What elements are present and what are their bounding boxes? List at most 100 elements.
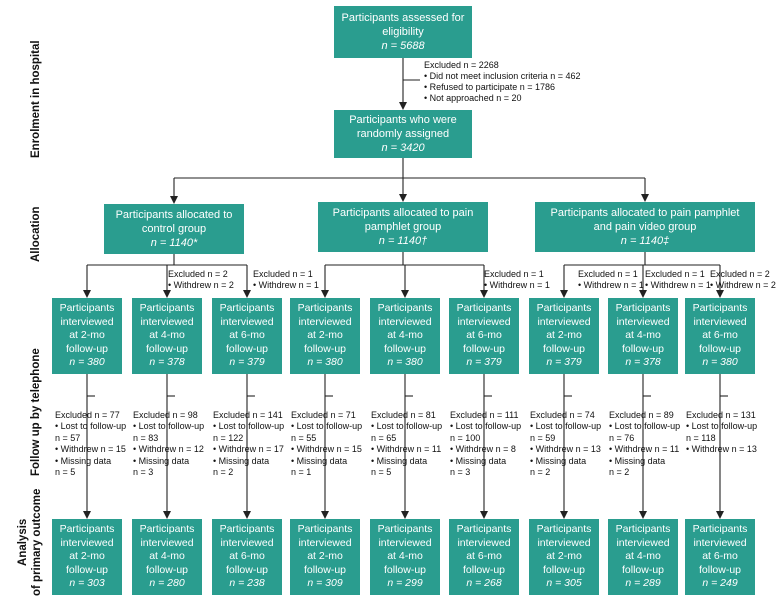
box-line: interviewed	[220, 315, 274, 328]
box-line: interviewed	[537, 315, 591, 328]
followup-exclusion-header: Excluded n = 141	[213, 410, 283, 420]
followup-exclusion-line: • Missing data	[530, 455, 587, 466]
assessed-box: Participants assessed for eligibility n …	[334, 6, 472, 58]
randomized-box: Participants who were randomly assigned …	[334, 110, 472, 158]
followup-exclusion-line: • Withdrew n = 13	[530, 444, 601, 455]
box-n: n = 379	[546, 356, 582, 369]
box-n: n = 289	[625, 577, 661, 590]
box-n: n = 380	[69, 356, 105, 369]
followup-exclusion-line: • Withdrew n = 17	[213, 444, 284, 455]
alloc-exclusion-item: Withdrew n = 1	[484, 280, 550, 291]
box-line: follow-up	[383, 342, 427, 355]
box-n: n = 309	[307, 577, 343, 590]
box-line: follow-up	[65, 563, 109, 576]
box-line: interviewed	[616, 315, 670, 328]
box-n: n = 380	[307, 356, 343, 369]
box-line: interviewed	[298, 536, 352, 549]
box-line: Participants	[692, 523, 748, 536]
alloc-exclusion-item: Withdrew n = 2	[168, 280, 234, 291]
followup-exclusion-line: • Missing data	[609, 455, 666, 466]
box-n: n = 379	[229, 356, 265, 369]
box-line: Participants	[139, 302, 195, 315]
stage-label-analysis-line1: Analysis	[17, 518, 29, 566]
stage-label-allocation: Allocation	[30, 206, 42, 262]
group-line1: Participants allocated to pain	[332, 207, 474, 219]
followup-exclusion-line: n = 2	[530, 467, 551, 478]
followup-exclusion-line: • Lost to follow-up	[133, 421, 205, 432]
randomized-line2: randomly assigned	[356, 128, 450, 140]
box-line: Participants	[456, 302, 512, 315]
followup-exclusion-line: • Withdrew n = 11	[609, 444, 680, 455]
group-n: n = 1140‡	[620, 235, 670, 247]
alloc-exclusion-note: Excluded n = 2 Withdrew n = 2	[168, 269, 234, 291]
box-n: n = 303	[69, 577, 105, 590]
box-line: follow-up	[698, 342, 742, 355]
group-line2: and pain video group	[593, 221, 697, 233]
excluded-main-item: Not approached n = 20	[424, 93, 581, 104]
alloc-exclusion-note: Excluded n = 1 Withdrew n = 1	[484, 269, 550, 291]
followup-exclusion-line: • Lost to follow-up	[55, 421, 127, 432]
alloc-exclusion-header: Excluded n = 2	[168, 269, 228, 279]
followup-exclusion-header: Excluded n = 111	[450, 410, 519, 420]
randomized-line1: Participants who were	[349, 114, 457, 126]
box-line: Participants	[219, 302, 275, 315]
box-line: at 2-mo	[307, 329, 343, 342]
box-line: at 4-mo	[149, 550, 185, 563]
followup-exclusion-line: • Withdrew n = 12	[133, 444, 204, 455]
followup-exclusion-line: n = 5	[371, 467, 392, 478]
box-line: follow-up	[145, 342, 189, 355]
box-line: at 2-mo	[546, 329, 582, 342]
followup-exclusion-header: Excluded n = 89	[609, 410, 674, 420]
box-n: n = 249	[702, 577, 738, 590]
followup-exclusion-line: n = 1	[291, 467, 312, 478]
group-box-pamphlet: Participants allocated to pain pamphlet …	[318, 202, 488, 252]
group-line1: Participants allocated to pain pamphlet	[550, 207, 740, 219]
followup-exclusion-line: n = 2	[213, 467, 234, 478]
box-line: Participants	[219, 523, 275, 536]
box-line: follow-up	[303, 563, 347, 576]
followup-exclusion-line: • Missing data	[371, 455, 428, 466]
followup-exclusion-line: n = 57	[55, 432, 81, 443]
box-line: follow-up	[145, 563, 189, 576]
box-line: follow-up	[462, 563, 506, 576]
followup-exclusion-line: • Lost to follow-up	[609, 421, 681, 432]
box-line: interviewed	[60, 536, 114, 549]
box-line: at 4-mo	[387, 550, 423, 563]
box-line: follow-up	[65, 342, 109, 355]
box-line: at 4-mo	[625, 329, 661, 342]
followup-exclusion-line: n = 59	[530, 432, 556, 443]
box-line: at 2-mo	[69, 550, 105, 563]
box-line: follow-up	[303, 342, 347, 355]
stage-label-analysis-line2: of primary outcome	[31, 488, 43, 596]
followup-exclusion-line: • Withdrew n = 13	[686, 444, 757, 455]
alloc-exclusion-note: Excluded n = 1 Withdrew n = 1	[645, 269, 711, 291]
followup-exclusion-header: Excluded n = 98	[133, 410, 198, 420]
stage-label-enrolment: Enrolment in hospital	[30, 40, 42, 158]
box-line: Participants	[139, 523, 195, 536]
followup-exclusion-line: n = 65	[371, 432, 397, 443]
followup-exclusion-line: • Lost to follow-up	[213, 421, 285, 432]
box-line: interviewed	[298, 315, 352, 328]
box-line: interviewed	[140, 315, 194, 328]
box-line: follow-up	[383, 563, 427, 576]
followup-exclusion-line: • Withdrew n = 15	[291, 444, 362, 455]
box-line: interviewed	[378, 315, 432, 328]
alloc-exclusion-header: Excluded n = 1	[578, 269, 638, 279]
box-line: at 6-mo	[466, 329, 502, 342]
followup-exclusion-line: n = 55	[291, 432, 317, 443]
